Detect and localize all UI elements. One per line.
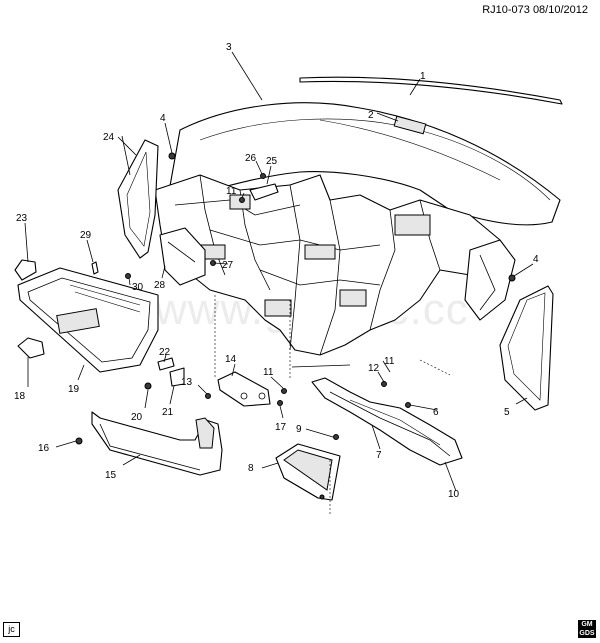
callout-11-upper: 11: [226, 186, 237, 197]
callout-19: 19: [68, 384, 80, 395]
callout-24: 24: [103, 132, 115, 143]
part-18-latch: [17, 337, 45, 359]
callout-15: 15: [105, 470, 117, 481]
part-25-bracket: [249, 183, 279, 201]
callout-7: 7: [376, 450, 382, 461]
part-29-clip: [91, 261, 99, 275]
logo-text-line-2: GDS: [579, 630, 595, 637]
part-3-instrument-panel-upper: [169, 102, 561, 226]
part-21-hinge-bracket: [169, 367, 185, 387]
part-15-lower-trim: [91, 411, 223, 476]
callout-13: 13: [181, 377, 193, 388]
callout-12: 12: [368, 363, 380, 374]
part-1-defroster-strip: [299, 76, 563, 105]
part-22-hinge: [157, 357, 175, 371]
callout-6: 6: [433, 407, 439, 418]
callout-17: 17: [275, 422, 287, 433]
part-12-fastener: [381, 381, 387, 387]
part-13-fastener: [205, 393, 211, 399]
part-4-fastener-right: [508, 274, 516, 282]
callout-25: 25: [266, 156, 278, 167]
callout-2: 2: [368, 110, 374, 121]
callout-10: 10: [448, 489, 460, 500]
callout-22: 22: [159, 347, 171, 358]
callout-8: 8: [248, 463, 254, 474]
part-26-fastener: [260, 173, 266, 179]
diagram-reference: RJ10-073 08/10/2012: [482, 4, 588, 16]
callout-14: 14: [225, 354, 237, 365]
callout-1: 1: [420, 71, 426, 82]
callout-5: 5: [504, 407, 510, 418]
callout-30: 30: [132, 282, 144, 293]
part-9-fastener: [333, 434, 339, 440]
callout-16: 16: [38, 443, 50, 454]
part-20-fastener: [144, 382, 152, 390]
callout-21: 21: [162, 407, 174, 418]
callout-3: 3: [226, 42, 232, 53]
corner-tag: jc: [3, 622, 20, 637]
part-6-fastener: [405, 402, 411, 408]
part-11-fastener-upper: [239, 197, 245, 203]
leader-lines: [24, 51, 534, 515]
callout-11-middle: 11: [263, 367, 274, 378]
part-16-fastener: [75, 437, 83, 445]
callout-20: 20: [131, 412, 143, 423]
callout-28: 28: [154, 280, 166, 291]
callout-4-right: 4: [533, 254, 539, 265]
logo-text-line-1: GM: [581, 621, 593, 628]
part-23-damper: [14, 259, 37, 281]
callout-26: 26: [245, 153, 257, 164]
callout-27: 27: [222, 260, 234, 271]
callout-29: 29: [80, 230, 92, 241]
part-24-end-panel-left: [117, 139, 159, 259]
callout-23: 23: [16, 213, 28, 224]
part-5-end-panel-right: [499, 285, 554, 411]
part-17-fastener: [277, 400, 283, 406]
part-11-fastener-mid: [281, 388, 287, 394]
callout-11-right: 11: [384, 356, 395, 367]
callout-18: 18: [14, 391, 26, 402]
callout-4-left: 4: [160, 113, 166, 124]
gm-logo: GM GDS: [578, 620, 596, 638]
part-4-fastener-left: [168, 152, 176, 160]
callout-9: 9: [296, 424, 302, 435]
part-14-bracket: [217, 371, 271, 407]
